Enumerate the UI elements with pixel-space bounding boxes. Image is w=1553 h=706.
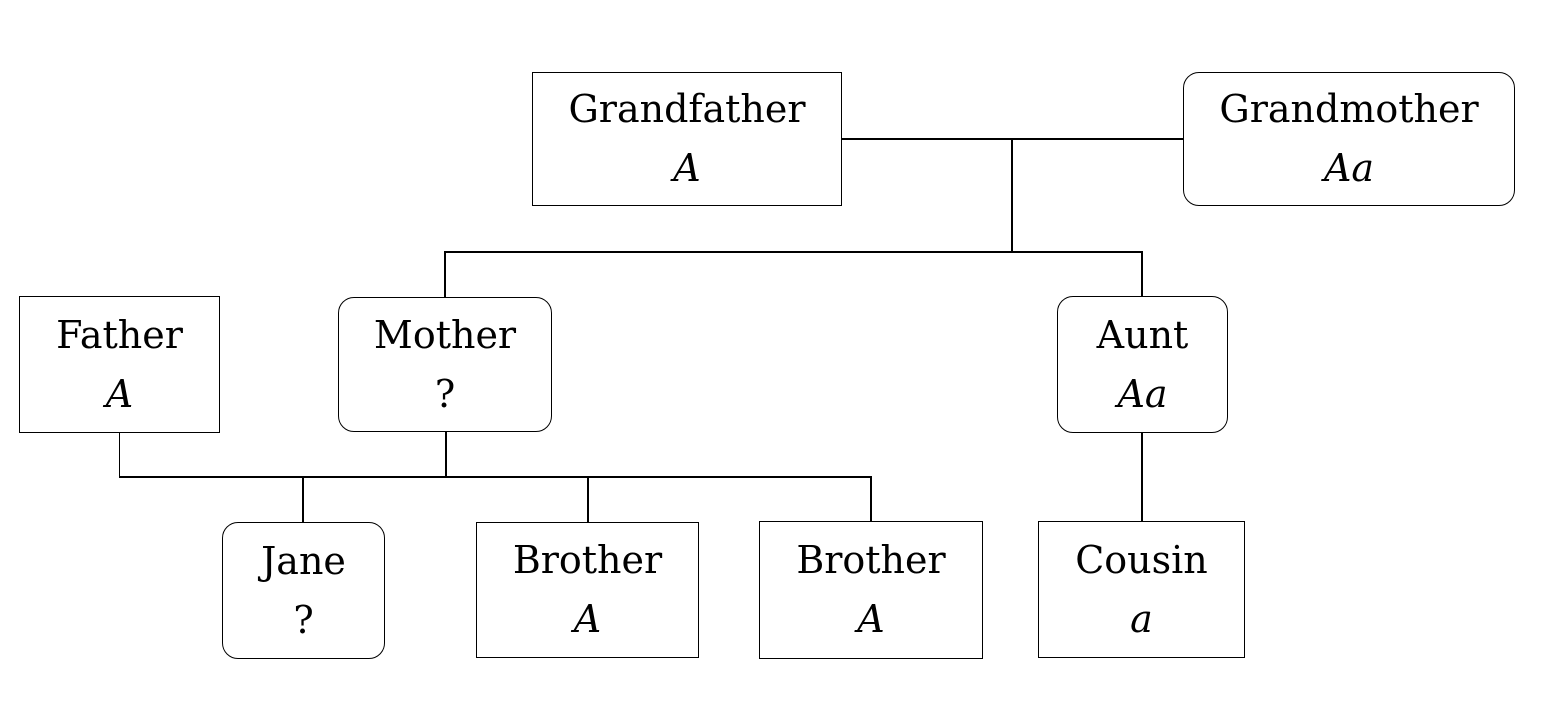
person-genotype: Aa: [1117, 371, 1168, 416]
connector-mother-descent: [445, 430, 447, 477]
person-genotype: A: [573, 597, 602, 641]
person-name: Brother: [796, 538, 946, 583]
person-name: Father: [56, 312, 183, 357]
person-grandmother: Grandmother Aa: [1183, 72, 1515, 206]
person-genotype: ?: [434, 371, 456, 416]
person-name: Grandmother: [1219, 87, 1479, 132]
person-name: Aunt: [1096, 312, 1189, 357]
person-mother: Mother ?: [338, 297, 552, 432]
person-genotype: Aa: [1323, 146, 1375, 190]
person-aunt: Aunt Aa: [1057, 296, 1228, 433]
person-jane: Jane ?: [222, 522, 385, 659]
connector-aunt-cousin-descent: [1141, 430, 1143, 522]
person-father: Father A: [19, 296, 220, 433]
person-genotype: a: [1130, 596, 1153, 641]
person-name: Mother: [373, 312, 517, 357]
connector-aunt-parent-drop: [1141, 252, 1143, 297]
person-genotype: A: [857, 597, 885, 641]
person-cousin: Cousin a: [1038, 521, 1245, 658]
person-name: Grandfather: [568, 87, 806, 132]
person-name: Cousin: [1075, 537, 1208, 582]
connector-mother-parent-drop: [444, 252, 446, 298]
person-brother-2: Brother A: [759, 521, 983, 659]
person-genotype: ?: [293, 597, 314, 642]
connector-gen2-sibling-bar: [444, 251, 1143, 253]
person-name: Jane: [261, 538, 346, 583]
connector-brother2-drop: [870, 477, 872, 522]
person-brother-1: Brother A: [476, 522, 699, 658]
connector-brother1-drop: [587, 477, 589, 523]
connector-father-descent: [118, 430, 121, 477]
person-name: Brother: [512, 538, 663, 583]
person-genotype: A: [105, 371, 134, 416]
connector-grandparents-descent: [1011, 139, 1013, 252]
connector-gen3-sibling-bar: [118, 476, 872, 478]
person-grandfather: Grandfather A: [532, 72, 842, 206]
person-genotype: A: [673, 146, 701, 190]
connector-jane-drop: [302, 477, 304, 523]
